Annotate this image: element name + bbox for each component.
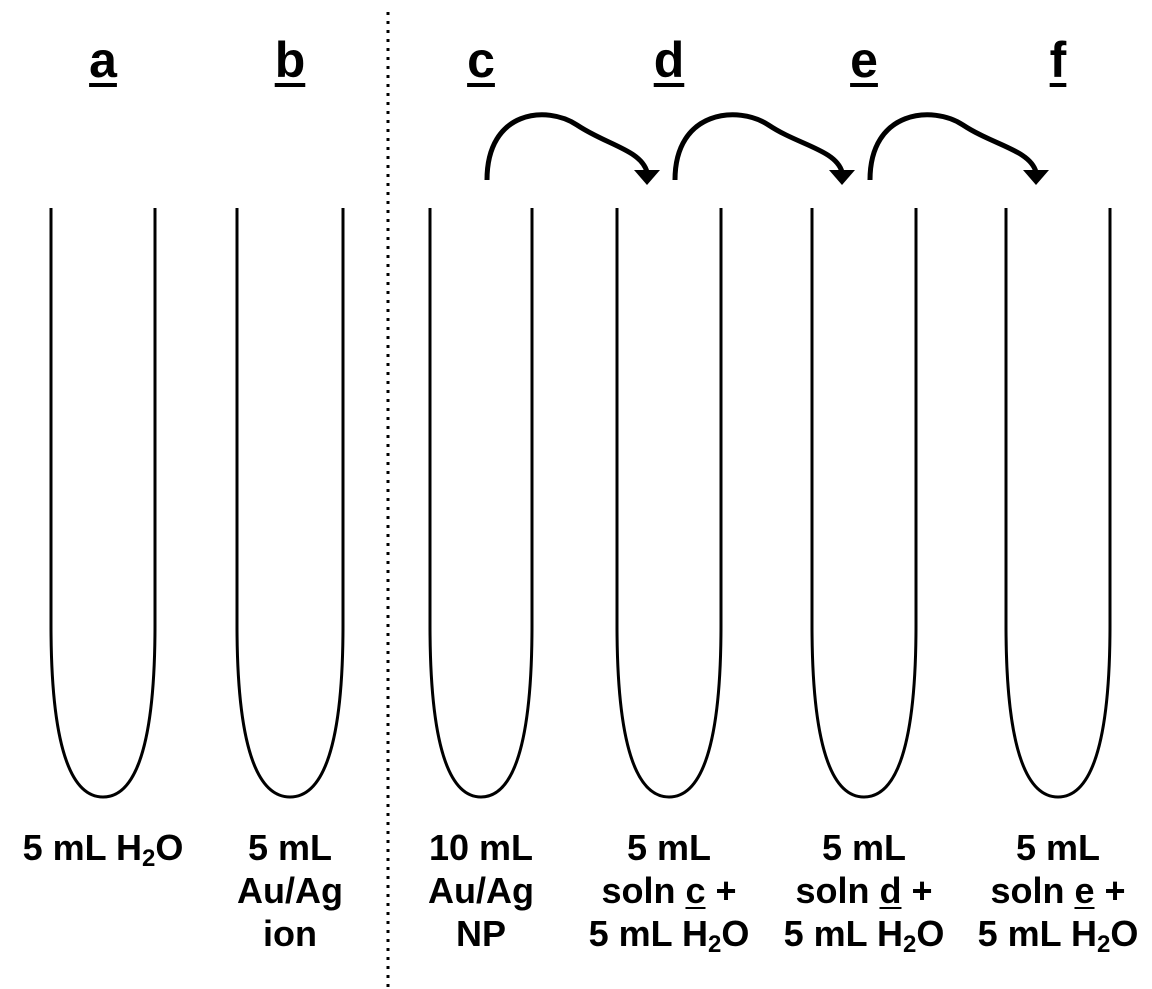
test-tube-d [615, 208, 723, 799]
caption-line: 5 mL H2O [977, 913, 1139, 958]
tube-letter-b: b [274, 32, 306, 88]
test-tube-f [1004, 208, 1112, 799]
caption-line: Au/Ag [428, 870, 534, 911]
test-tube-e [810, 208, 918, 799]
test-tube-b [235, 208, 345, 799]
tube-caption-a: 5 mL H2O [3, 826, 203, 872]
caption-line: 5 mL [821, 827, 907, 868]
arrowhead-icon [1023, 170, 1049, 185]
arrowhead-icon [829, 170, 855, 185]
caption-line: 5 mL [1015, 827, 1101, 868]
caption-line: 5 mL [626, 827, 712, 868]
caption-line: Au/Ag [237, 870, 343, 911]
transfer-arrow-e-to-f [867, 112, 1039, 181]
arrowhead-icon [634, 170, 660, 185]
transfer-arrow-c-to-d [484, 112, 650, 181]
caption-line: soln d + [795, 870, 933, 911]
caption-line: 5 mL H2O [588, 913, 750, 958]
tube-letter-d: d [653, 32, 685, 88]
caption-line: 5 mL [247, 827, 333, 868]
caption-line: 5 mL H2O [22, 827, 184, 872]
caption-line: soln c + [601, 870, 737, 911]
caption-line: soln e + [990, 870, 1126, 911]
caption-line: NP [455, 913, 506, 954]
tube-letter-f: f [1049, 32, 1067, 88]
transfer-arrow-d-to-e [672, 112, 845, 181]
caption-line: 5 mL H2O [783, 913, 945, 958]
tube-letter-a: a [89, 32, 117, 88]
caption-line: ion [263, 913, 317, 954]
tube-letter-c: c [467, 32, 495, 88]
test-tube-c [428, 208, 534, 799]
test-tube-a [49, 208, 157, 799]
caption-line: 10 mL [428, 827, 534, 868]
tube-letter-e: e [850, 32, 878, 88]
